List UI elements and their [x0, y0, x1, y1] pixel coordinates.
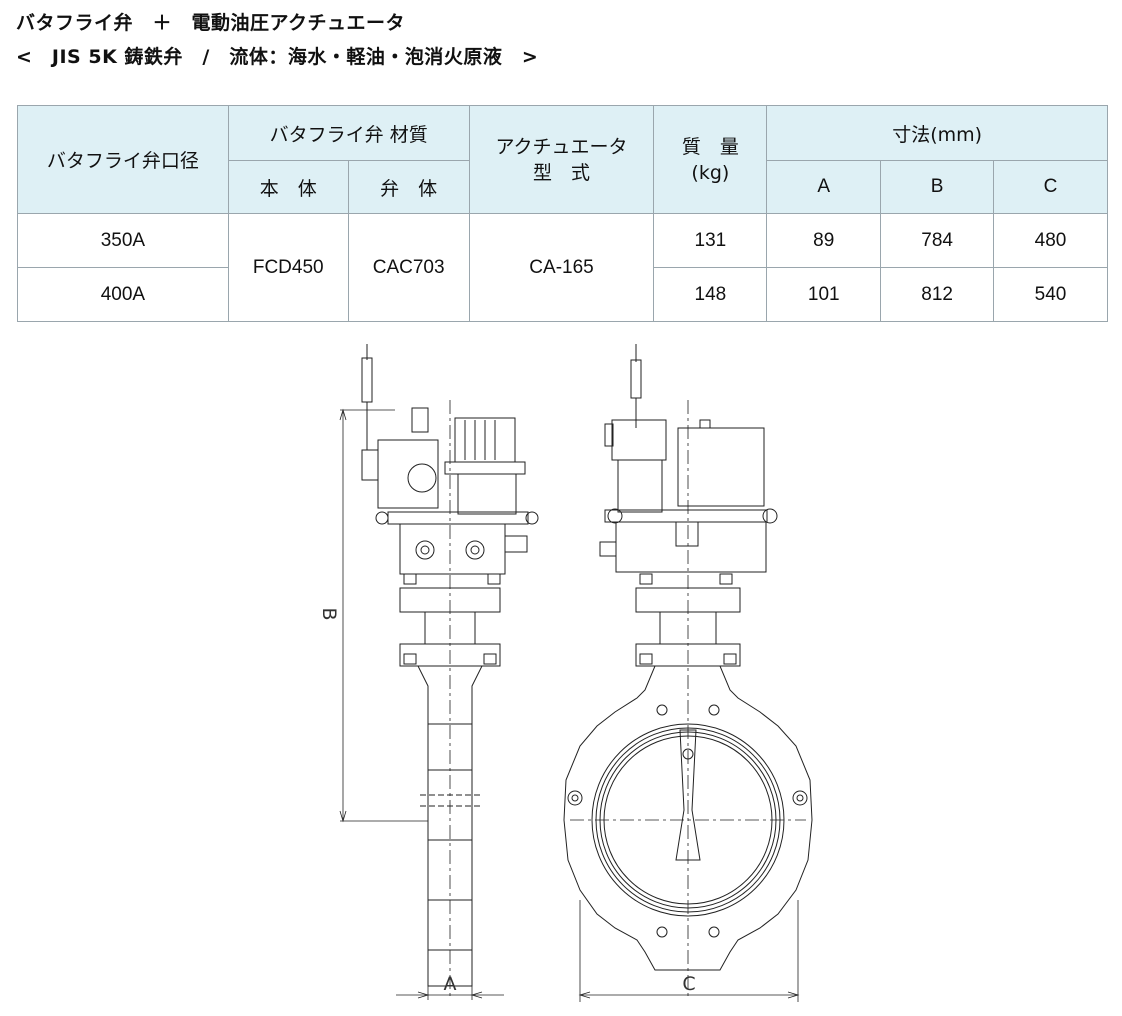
cell-dim-a: 101 — [766, 267, 882, 322]
page-title: バタフライ弁 ＋ 電動油圧アクチュエータ — [16, 12, 406, 34]
header-dim-b: B — [880, 160, 995, 214]
header-actuator-line1: アクチュエータ — [495, 135, 628, 158]
page-subtitle: < JIS 5K 鋳鉄弁 / 流体：海水・軽油・泡消火原液 > — [16, 46, 539, 68]
side-view — [339, 344, 539, 1000]
header-dim-a: A — [766, 160, 882, 214]
cell-mass: 131 — [653, 213, 768, 268]
cell-mass: 148 — [653, 267, 768, 322]
valve-technical-drawing: B A C — [318, 344, 813, 1002]
cell-dim-c: 540 — [993, 267, 1108, 322]
header-dim-c: C — [993, 160, 1108, 214]
dimension-label-b: B — [318, 607, 340, 620]
table-row: 350A FCD450 CAC703 CA-165 131 89 784 480 — [17, 213, 1108, 322]
cell-size: 400A — [17, 267, 229, 322]
header-mass-line2: (kg) — [691, 161, 730, 184]
header-mass: 質 量 (kg) — [653, 105, 768, 214]
cell-dim-c: 480 — [993, 213, 1108, 268]
header-mass-line1: 質 量 — [681, 135, 739, 158]
cell-body-material: FCD450 — [227, 213, 349, 322]
dimension-label-a: A — [444, 973, 457, 995]
header-disc: 弁 体 — [347, 160, 470, 214]
header-actuator-line2: 型 式 — [533, 161, 591, 184]
cell-size: 350A — [17, 213, 229, 268]
header-valve-material: バタフライ弁 材質 — [227, 105, 470, 161]
header-dimensions: 寸法(mm) — [766, 105, 1108, 161]
cell-disc-material: CAC703 — [347, 213, 470, 322]
dimension-label-c: C — [682, 973, 695, 995]
cell-dim-b: 812 — [880, 267, 995, 322]
header-valve-size: バタフライ弁口径 — [17, 105, 229, 214]
spec-table: バタフライ弁口径 バタフライ弁 材質 アクチュエータ 型 式 質 量 (kg) … — [17, 105, 1108, 322]
header-actuator-model: アクチュエータ 型 式 — [468, 105, 655, 214]
table-row: 400A 148 101 812 540 — [17, 267, 1108, 322]
cell-actuator-model: CA-165 — [468, 213, 655, 322]
cell-dim-b: 784 — [880, 213, 995, 268]
cell-dim-a: 89 — [766, 213, 882, 268]
front-view — [563, 344, 813, 1002]
header-body: 本 体 — [227, 160, 349, 214]
